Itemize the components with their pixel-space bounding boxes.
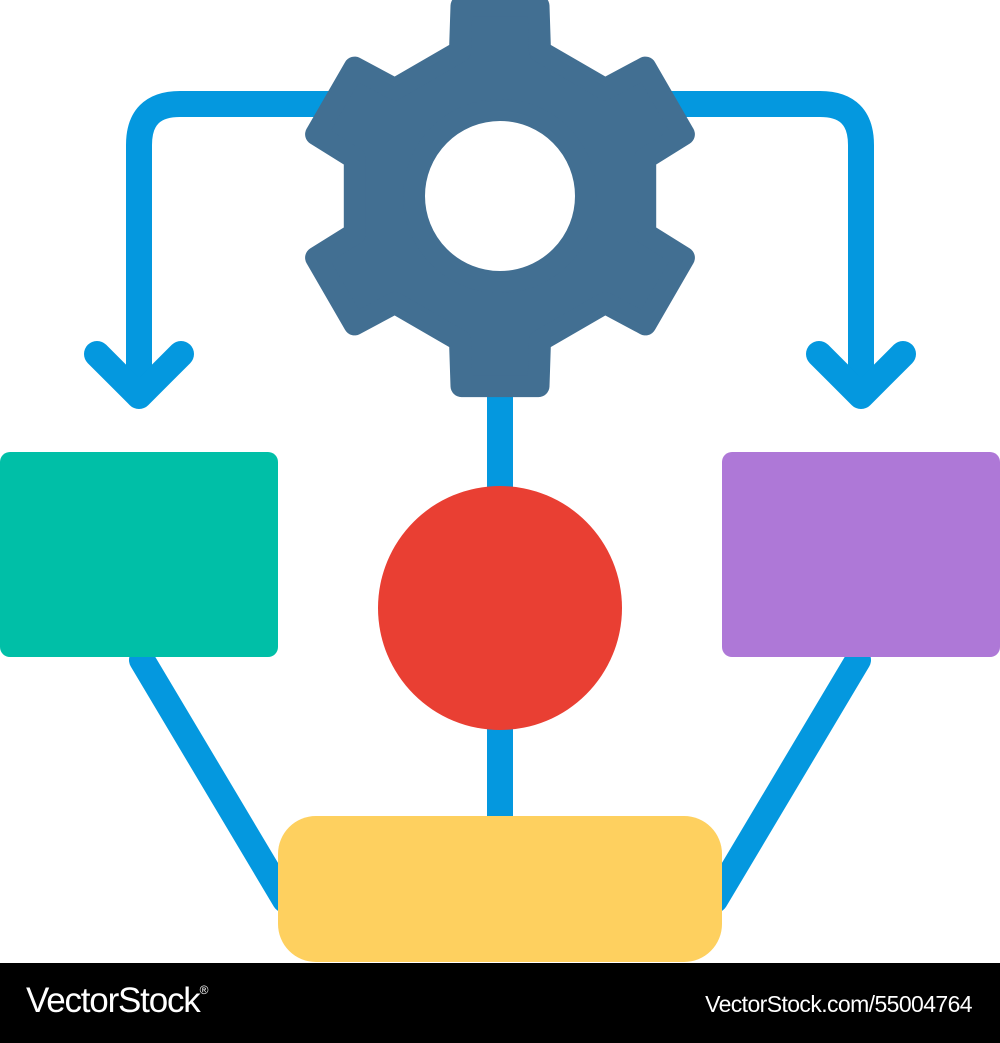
arrow-down-icon-right (806, 341, 916, 409)
registered-mark: ® (199, 983, 209, 997)
brand-name: VectorStock (26, 981, 201, 1020)
connector-gear-to-left-box (126, 91, 353, 408)
workflow-diagram-canvas (0, 0, 1000, 962)
brand-logo[interactable]: VectorStock® (26, 981, 209, 1021)
gear-icon (305, 0, 695, 398)
watermark-footer: VectorStock® VectorStock.com/55004764 (0, 963, 1000, 1043)
connector-gear-to-right-box (647, 91, 874, 408)
connector-left-box-to-bottom-box (129, 647, 298, 913)
bottom-output-box (278, 816, 722, 962)
image-id-text: VectorStock.com/55004764 (705, 991, 972, 1017)
connector-right-box-to-bottom-box (702, 647, 871, 913)
arrow-down-icon-left (84, 341, 194, 409)
right-process-box (722, 452, 1000, 657)
left-process-box (0, 452, 278, 657)
center-decision-node (378, 486, 622, 730)
connector-lines (84, 91, 916, 913)
workflow-diagram (0, 0, 1000, 963)
